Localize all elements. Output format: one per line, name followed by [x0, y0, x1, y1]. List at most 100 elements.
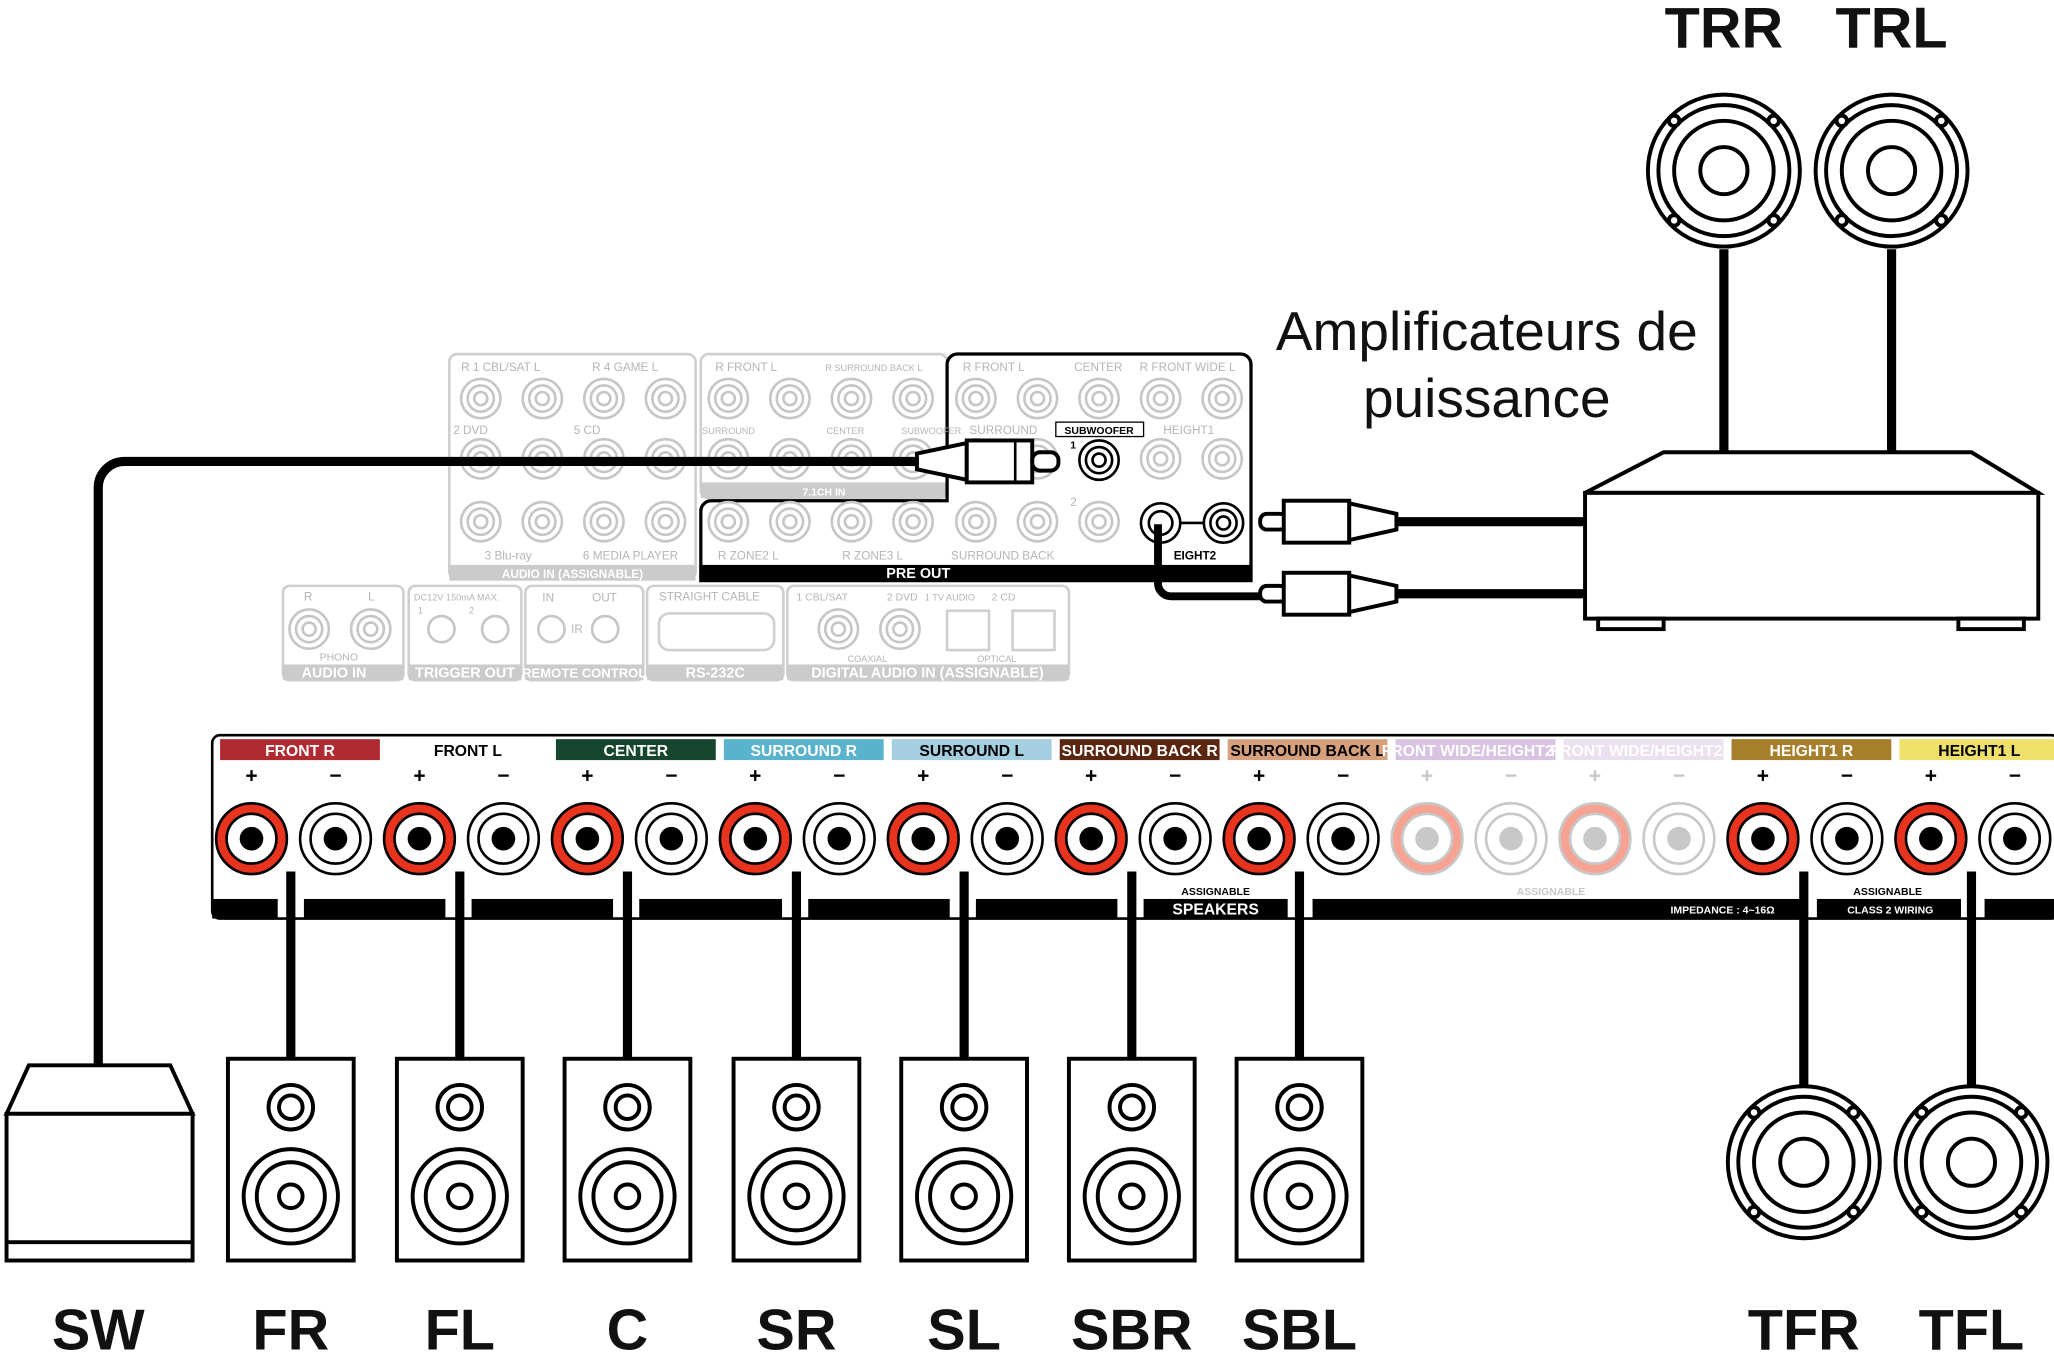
digital-title: DIGITAL AUDIO IN (ASSIGNABLE): [811, 666, 1044, 682]
plus-icon: +: [581, 764, 593, 787]
71ch-center-label: CENTER: [827, 426, 865, 436]
71ch-subwoofer-label: SUBWOOFER: [901, 426, 961, 436]
bookshelf-speaker: [394, 1056, 525, 1263]
gray-rca-jack: [768, 377, 811, 420]
preout-height1-label: HEIGHT1: [1163, 424, 1214, 437]
remote-out: OUT: [592, 592, 617, 605]
assignable-label-2: ASSIGNABLE: [1517, 887, 1586, 898]
preout-sub1-label: 1: [1070, 440, 1076, 451]
amp-rca-plug-2: [1258, 570, 1399, 617]
mini-jack: [590, 614, 620, 644]
audio-in-5-label: 5 CD: [574, 424, 601, 437]
channel-label-bg: [220, 739, 380, 761]
plus-icon: +: [1421, 764, 1433, 787]
plus-icon: +: [1925, 764, 1937, 787]
preout-height2-label: EIGHT2: [1174, 550, 1217, 563]
gray-rca-jack: [954, 377, 997, 420]
gray-rca-jack: [1201, 377, 1244, 420]
panel-bar: [1816, 898, 1961, 919]
subwoofer-rca-plug: [914, 438, 1061, 485]
channel-label: SURROUND R: [751, 743, 858, 760]
audio-in-3-label: 3 Blu-ray: [485, 550, 532, 563]
channel-label-bg: [1395, 739, 1556, 761]
panel-bar: [471, 898, 614, 919]
channel-label-bg: [388, 739, 548, 761]
power-amplifier: [1583, 249, 2046, 632]
audio-in-2-label: 2 DVD: [453, 424, 488, 437]
gray-rca-jack: [521, 500, 564, 543]
71ch-title: 7.1CH IN: [802, 487, 845, 498]
speaker-label: TRL: [1836, 0, 1948, 60]
gray-rca-jack: [582, 500, 625, 543]
preout-subwoofer-label: SUBWOOFER: [1064, 426, 1134, 437]
subwoofer-preout-jack: [1078, 439, 1121, 482]
class2-wiring-label: CLASS 2 WIRING: [1847, 905, 1933, 916]
panel-bar: [1984, 898, 2054, 919]
gray-rca-jack: [288, 608, 331, 651]
gray-rca-jack: [644, 377, 687, 420]
speaker-label: TFR: [1748, 1299, 1860, 1363]
positive-terminal: [718, 802, 792, 876]
mini-jack: [427, 614, 456, 644]
preout-front-label: R FRONT L: [963, 361, 1025, 374]
gray-rca-jack: [892, 500, 934, 543]
negative-terminal: [1474, 802, 1548, 876]
panel-bar: [975, 898, 1118, 919]
plus-icon: +: [749, 764, 761, 787]
speaker-terminals: FRONT R+−FRONT L+−CENTER+−SURROUND R+−SU…: [214, 739, 2054, 876]
channel-label: FRONT R: [265, 743, 335, 760]
phono-l-label: L: [368, 590, 375, 603]
speaker-label: SW: [52, 1299, 145, 1363]
preout-frontwide-label: R FRONT WIDE L: [1140, 361, 1236, 374]
ceiling-speaker: [1813, 92, 1970, 249]
rs232-cable: STRAIGHT CABLE: [659, 590, 760, 603]
trigger-spec: DC12V 150mA MAX.: [414, 592, 500, 602]
audio-in-4-label: R 4 GAME L: [592, 361, 658, 374]
negative-terminal: [1978, 802, 2052, 876]
panel-bar: [212, 898, 278, 919]
channel-label: CENTER: [604, 743, 669, 760]
channel-label: HEIGHT1 R: [1770, 743, 1854, 760]
pre-out-bar: [700, 564, 1252, 581]
remote-in: IN: [542, 592, 554, 605]
digital-c1: 1 CBL/SAT: [796, 592, 848, 603]
digital-optical: OPTICAL: [977, 654, 1016, 664]
preout-surround-label: SURROUND: [969, 424, 1037, 437]
positive-terminal: [1054, 802, 1128, 876]
negative-terminal: [802, 802, 876, 876]
plus-icon: +: [1757, 764, 1769, 787]
channel-label: FRONT WIDE/HEIGHT2 L: [1551, 743, 1737, 760]
digital-c2: 2 DVD: [887, 592, 918, 603]
channel-label-bg: [1227, 739, 1388, 761]
negative-terminal: [1810, 802, 1884, 876]
gray-rca-jack: [1078, 500, 1121, 543]
plus-icon: +: [413, 764, 425, 787]
preout-sub2-label: 2: [1070, 496, 1077, 509]
minus-icon: −: [1841, 764, 1853, 787]
gray-rca-jack: [1139, 437, 1182, 480]
audio-in-title: AUDIO IN (ASSIGNABLE): [502, 568, 643, 581]
amp-rca-plug-1: [1258, 498, 1399, 545]
71ch-front-label: R FRONT L: [715, 361, 777, 374]
minus-icon: −: [1337, 764, 1349, 787]
gray-rca-jack: [878, 608, 921, 651]
channel-label-bg: [1059, 739, 1220, 761]
minus-icon: −: [1673, 764, 1685, 787]
plus-icon: +: [917, 764, 929, 787]
minus-icon: −: [329, 764, 341, 787]
gray-rca-jack: [459, 377, 502, 420]
gray-rca-jack: [954, 500, 997, 543]
channel-label-bg: [1563, 739, 1724, 761]
bookshelf-speaker: [731, 1056, 862, 1263]
channel-label-bg: [891, 739, 1052, 761]
preout-zone2-label: R ZONE2 L: [718, 550, 779, 563]
plus-icon: +: [1253, 764, 1265, 787]
channel-label: SURROUND BACK L: [1230, 743, 1385, 760]
gray-rca-jack: [1016, 377, 1059, 420]
speaker-label: SBL: [1242, 1299, 1357, 1363]
assignable-label-3: ASSIGNABLE: [1853, 887, 1922, 898]
speaker-panel-bars: [212, 898, 2054, 919]
preout-zone3-label: R ZONE3 L: [842, 550, 903, 563]
plus-icon: +: [1085, 764, 1097, 787]
speaker-label: SR: [756, 1299, 836, 1363]
